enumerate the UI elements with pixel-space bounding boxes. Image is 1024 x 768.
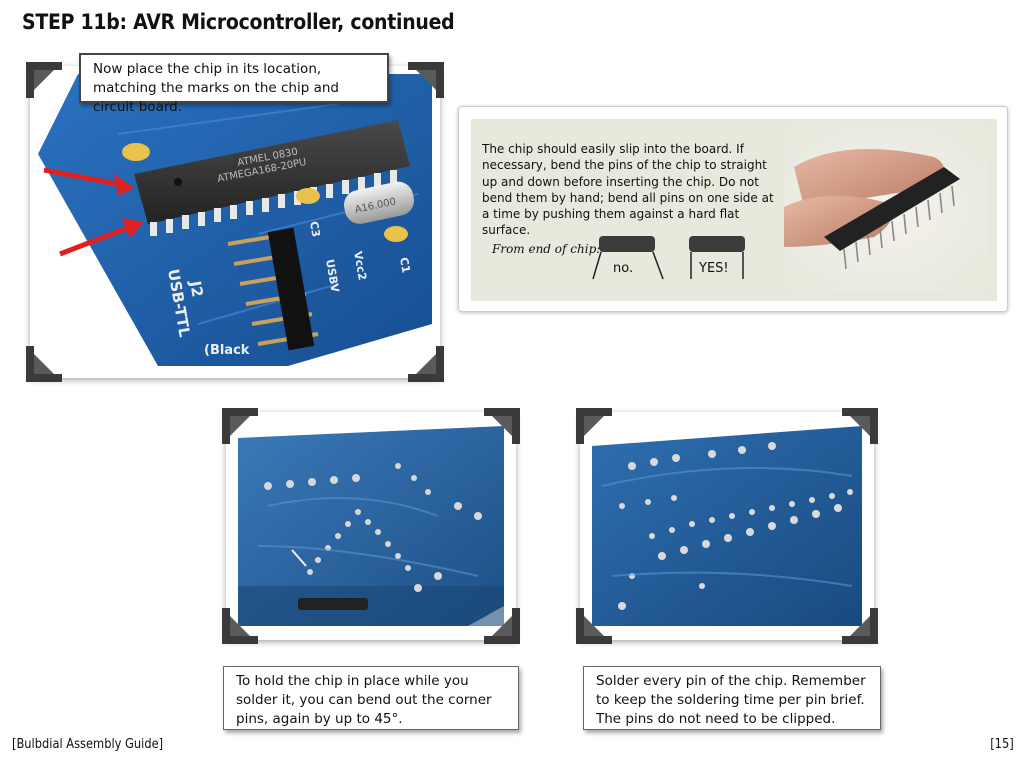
info-panel-inner: The chip should easily slip into the boa… bbox=[471, 119, 997, 301]
board-label-c1: C1 bbox=[397, 256, 413, 274]
photo-corner-icon bbox=[484, 408, 520, 444]
bottom-right-caption: Solder every pin of the chip. Remember t… bbox=[583, 666, 881, 730]
bottom-right-photo-frame bbox=[576, 408, 878, 644]
bottom-right-caption-text: Solder every pin of the chip. Remember t… bbox=[596, 673, 866, 727]
photo-corner-icon bbox=[576, 608, 612, 644]
bad-pins-label: no. bbox=[613, 261, 634, 276]
photo-corner-icon bbox=[26, 62, 62, 98]
photo-corner-icon bbox=[408, 346, 444, 382]
good-pins-label: YES! bbox=[699, 261, 729, 276]
soldered-pins-photo bbox=[592, 426, 862, 626]
photo-corner-icon bbox=[576, 408, 612, 444]
bottom-left-caption: To hold the chip in place while you sold… bbox=[223, 666, 519, 730]
photo-corner-icon bbox=[222, 408, 258, 444]
red-arrow-lower bbox=[59, 221, 139, 257]
board-label-c3: C3 bbox=[307, 220, 323, 238]
guide-name-footer: [Bulbdial Assembly Guide] bbox=[12, 737, 164, 752]
info-panel-text: The chip should easily slip into the boa… bbox=[482, 142, 774, 238]
red-arrow-upper bbox=[43, 167, 129, 189]
photo-corner-icon bbox=[26, 346, 62, 382]
top-photo-frame: ATMEL 0830 ATMEGA168-20PU A16.000 J2 USB… bbox=[26, 62, 444, 382]
bottom-left-photo-frame bbox=[222, 408, 520, 644]
chip-end-note: From end of chip: bbox=[492, 242, 601, 256]
photo-corner-icon bbox=[408, 62, 444, 98]
page-number: [15] bbox=[990, 737, 1014, 752]
top-photo-caption-text: Now place the chip in its location, matc… bbox=[93, 61, 339, 115]
straight-pins-diagram bbox=[685, 233, 765, 283]
board-label-vcc2: Vcc2 bbox=[351, 250, 369, 281]
bent-pins-diagram bbox=[591, 233, 671, 283]
photo-corner-icon bbox=[842, 408, 878, 444]
board-label-usbv: USBV bbox=[323, 258, 342, 294]
board-label-black: (Black bbox=[204, 343, 250, 358]
pin-bending-info-panel: The chip should easily slip into the boa… bbox=[458, 106, 1008, 312]
hand-bending-chip-photo bbox=[784, 127, 989, 291]
top-photo-caption: Now place the chip in its location, matc… bbox=[79, 53, 389, 115]
page-title: STEP 11b: AVR Microcontroller, continued bbox=[22, 10, 455, 34]
board-label-j2: J2 bbox=[186, 279, 207, 299]
photo-corner-icon bbox=[484, 608, 520, 644]
bent-corner-pins-photo bbox=[238, 426, 504, 626]
bottom-left-caption-text: To hold the chip in place while you sold… bbox=[236, 673, 492, 727]
photo-corner-icon bbox=[222, 608, 258, 644]
photo-corner-icon bbox=[842, 608, 878, 644]
chip-placement-photo: ATMEL 0830 ATMEGA168-20PU A16.000 J2 USB… bbox=[38, 74, 432, 366]
